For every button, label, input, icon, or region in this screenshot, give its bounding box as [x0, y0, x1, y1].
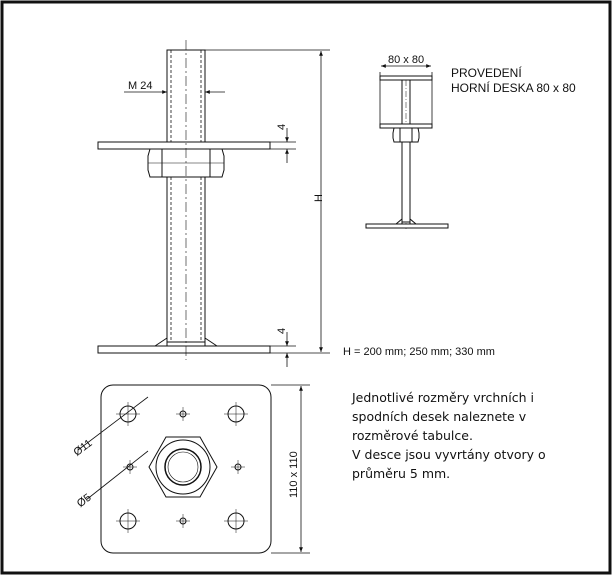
thickness-dimensions	[270, 128, 296, 367]
note-line: rozměrové tabulce.	[352, 428, 473, 443]
note-text: Jednotlivé rozměry vrchních i spodních d…	[352, 388, 582, 483]
variant-bottom-plate	[365, 223, 449, 229]
plate-size-dimension	[271, 384, 310, 554]
side-view	[97, 40, 271, 360]
note-line: Jednotlivé rozměry vrchních i	[352, 390, 534, 405]
height-symbol: H	[313, 194, 325, 202]
top-plate	[97, 141, 271, 150]
small-hole	[234, 463, 242, 471]
variant-mid-plate	[379, 123, 433, 129]
plate-size-label: 110 x 110	[288, 451, 300, 498]
variant-nut	[392, 127, 420, 143]
variant-width-label: 80 x 80	[388, 54, 424, 66]
variant-lower-rod	[401, 141, 411, 223]
hole-leaders	[77, 396, 149, 501]
rod-section	[164, 448, 202, 486]
hex-nut-top	[148, 436, 218, 498]
height-values: H = 200 mm; 250 mm; 330 mm	[343, 346, 495, 358]
top-plate-thickness: 4	[276, 124, 288, 130]
small-hole	[179, 410, 187, 418]
bottom-plate-thickness: 4	[276, 328, 288, 334]
note-line: spodních desek naleznete v	[352, 409, 527, 424]
variant-title-line2: HORNÍ DESKA 80 x 80	[451, 80, 576, 95]
small-hole	[179, 517, 187, 525]
variant-top-plate	[379, 75, 433, 81]
height-dimension	[205, 49, 330, 354]
variant-title-line1: PROVEDENÍ	[451, 65, 522, 80]
small-hole	[126, 463, 134, 471]
bottom-plate	[97, 345, 271, 354]
plate-top-view	[100, 384, 272, 554]
note-line: průměru 5 mm.	[352, 466, 451, 481]
small-hole-label: Ø5	[75, 492, 94, 510]
note-line: V desce jsou vyvrtány otvory o	[352, 447, 546, 462]
variant-view	[365, 72, 449, 230]
thread-label: M 24	[128, 80, 152, 92]
